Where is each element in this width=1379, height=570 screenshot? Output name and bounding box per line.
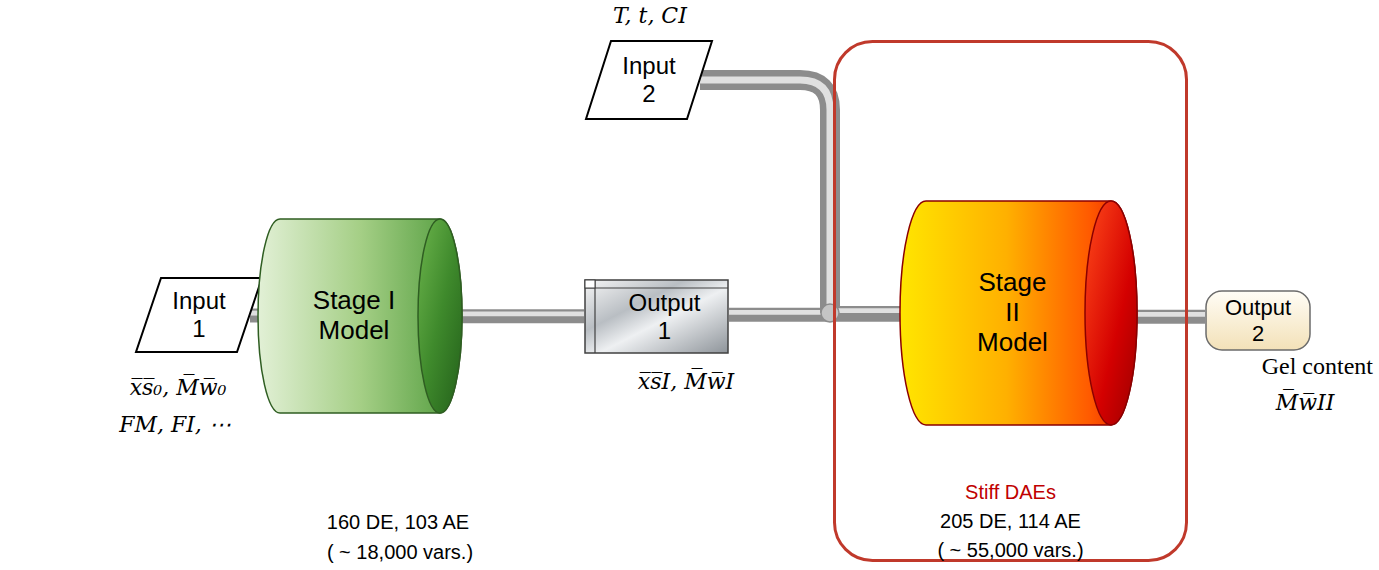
pipe-highlight — [1137, 312, 1205, 317]
pipe-highlight — [729, 310, 900, 315]
pipe-joint — [821, 304, 839, 322]
output-outline — [1206, 291, 1310, 350]
input-variables: x̅s̅₀, M̅w̅₀ — [130, 374, 227, 403]
pipe-connector — [250, 313, 258, 315]
equation-count: 205 DE, 114 AE — [833, 507, 1188, 536]
pipe-highlight — [700, 80, 830, 313]
panel-edge — [594, 280, 595, 353]
output-label: Output 1 — [624, 289, 706, 344]
pipe-connector — [700, 80, 900, 322]
output-box: Output 1 — [584, 279, 729, 354]
pipe-body — [700, 80, 830, 313]
cylinder-end — [418, 219, 462, 413]
model-label: Stage II Model — [971, 268, 1055, 358]
equation-count: 160 DE, 103 AE — [327, 509, 469, 535]
pipe-body — [1137, 310, 1205, 324]
variable-count: ( ~ 55,000 vars.) — [833, 536, 1188, 565]
frame-title: Stiff DAEs — [833, 478, 1188, 507]
output-label: Output 2 — [1220, 295, 1296, 346]
output-variables: Gel content — [1262, 351, 1373, 382]
model-label: Stage I Model — [298, 286, 410, 346]
pipe-highlight — [830, 308, 900, 313]
output-variables: x̅s̅I, M̅w̅I — [638, 368, 734, 397]
input-variables: T, t, CI — [613, 2, 687, 31]
pipe-connector — [462, 314, 584, 316]
pipe-body — [462, 309, 584, 323]
input-parallelogram: Input 2 — [585, 40, 713, 120]
highlight-frame: Stiff DAEs205 DE, 114 AE( ~ 55,000 vars.… — [833, 40, 1188, 562]
variable-count: ( ~ 18,000 vars.) — [327, 539, 473, 565]
pipe-connector — [1137, 314, 1205, 316]
input-label: Input 1 — [168, 287, 230, 342]
input-label: Input 2 — [618, 52, 680, 107]
output-box: Output 2 — [1205, 290, 1311, 351]
pipe-highlight — [462, 311, 584, 316]
cylinder-body — [258, 219, 462, 413]
cylinder-body — [900, 201, 1137, 425]
cylinder-end — [1085, 201, 1137, 425]
input-parallelogram: Input 1 — [135, 277, 263, 353]
parallelogram-outline — [586, 41, 712, 119]
model-cylinder: Stage II Model — [900, 200, 1137, 426]
output-panel — [585, 280, 728, 353]
panel-corner — [585, 280, 595, 288]
pipe-body — [830, 306, 900, 320]
panel-edge — [585, 287, 728, 288]
parallelogram-outline — [136, 278, 262, 352]
output-variables: M̅w̅II — [1276, 389, 1335, 418]
model-cylinder: Stage I Model — [258, 218, 462, 414]
input-variables: FM, FI, ⋯ — [119, 411, 231, 440]
pipe-body — [729, 308, 900, 322]
